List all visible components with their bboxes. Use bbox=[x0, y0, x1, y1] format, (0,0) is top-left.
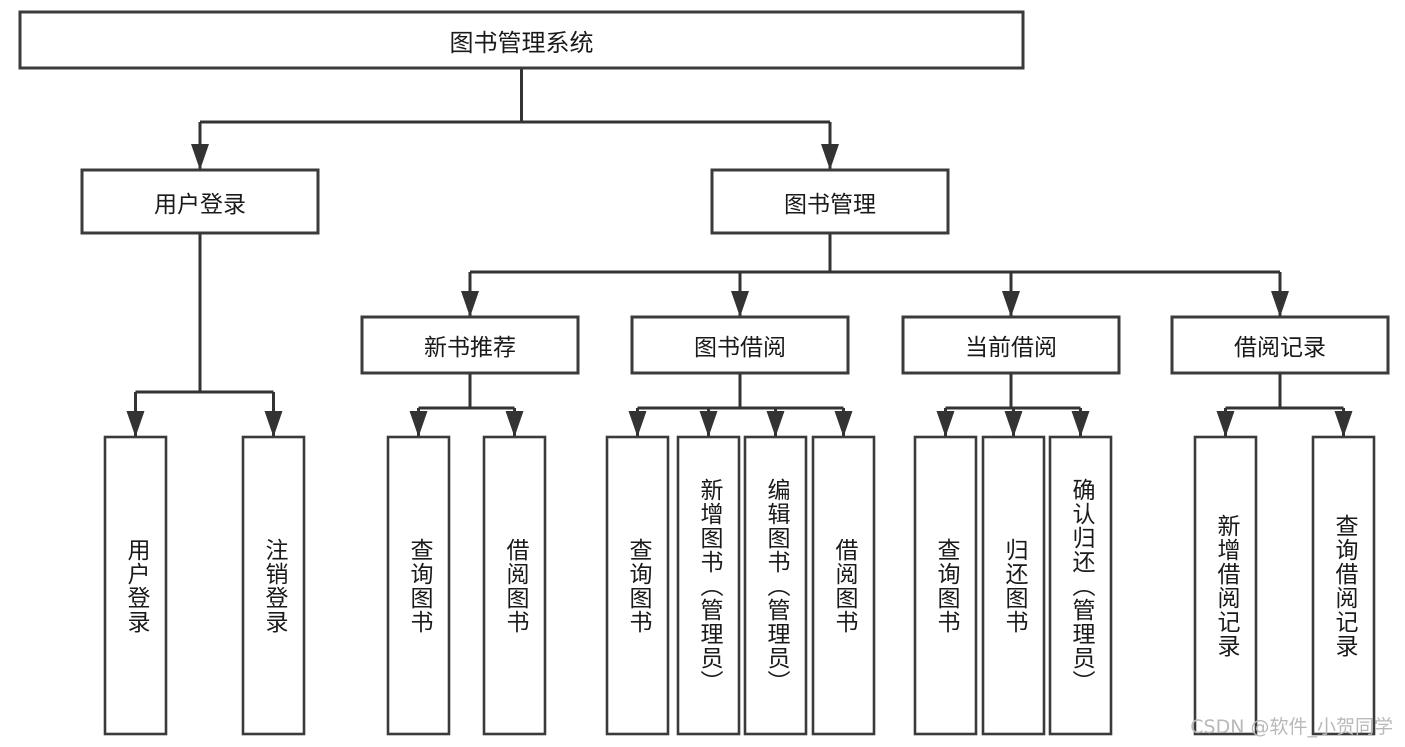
arrow-head-user-login-do bbox=[126, 411, 145, 437]
arrow-head-borrow-record bbox=[1271, 291, 1289, 317]
arrow-head-confirm-return-admin bbox=[1071, 411, 1090, 437]
node-box-borrow-book-do[interactable] bbox=[811, 435, 876, 736]
arrow-head-edit-book-admin bbox=[766, 411, 785, 437]
node-box-query-borrow-record[interactable] bbox=[1311, 435, 1376, 736]
arrow-head-user-login bbox=[191, 144, 209, 170]
arrow-head-borrow-book-do bbox=[834, 411, 853, 437]
arrow-head-book-borrow bbox=[731, 291, 749, 317]
node-box-root[interactable] bbox=[18, 10, 1025, 70]
node-box-query-book-current[interactable] bbox=[913, 435, 978, 736]
node-box-current-borrow[interactable] bbox=[901, 315, 1121, 375]
node-box-query-book-borrow[interactable] bbox=[605, 435, 670, 736]
arrow-head-new-book-recommend bbox=[461, 291, 479, 317]
arrow-head-query-book-current bbox=[936, 411, 955, 437]
arrow-head-borrow-book-rec bbox=[505, 411, 524, 437]
node-box-new-book-recommend[interactable] bbox=[360, 315, 580, 375]
node-box-book-borrow[interactable] bbox=[630, 315, 850, 375]
arrow-head-book-management bbox=[821, 144, 839, 170]
node-box-add-book-admin[interactable] bbox=[676, 435, 741, 736]
node-box-confirm-return-admin[interactable] bbox=[1048, 435, 1113, 736]
arrow-head-query-book-rec bbox=[409, 411, 428, 437]
node-box-return-book[interactable] bbox=[981, 435, 1046, 736]
node-box-book-management[interactable] bbox=[710, 168, 950, 235]
node-box-borrow-record[interactable] bbox=[1170, 315, 1390, 375]
node-box-add-borrow-record[interactable] bbox=[1193, 435, 1258, 736]
node-box-query-book-rec[interactable] bbox=[386, 435, 451, 736]
arrow-head-add-book-admin bbox=[699, 411, 718, 437]
arrow-head-add-borrow-record bbox=[1216, 411, 1235, 437]
arrow-head-user-logout bbox=[264, 411, 283, 437]
arrow-head-query-book-borrow bbox=[628, 411, 647, 437]
node-box-borrow-book-rec[interactable] bbox=[482, 435, 547, 736]
edges-layer bbox=[126, 68, 1353, 437]
arrow-head-return-book bbox=[1004, 411, 1023, 437]
node-box-user-login-do[interactable] bbox=[103, 435, 168, 736]
node-box-user-login[interactable] bbox=[80, 168, 320, 235]
node-box-user-logout[interactable] bbox=[241, 435, 306, 736]
arrow-head-current-borrow bbox=[1002, 291, 1020, 317]
arrow-head-query-borrow-record bbox=[1334, 411, 1353, 437]
node-box-edit-book-admin[interactable] bbox=[743, 435, 808, 736]
boxes-layer bbox=[18, 10, 1390, 736]
